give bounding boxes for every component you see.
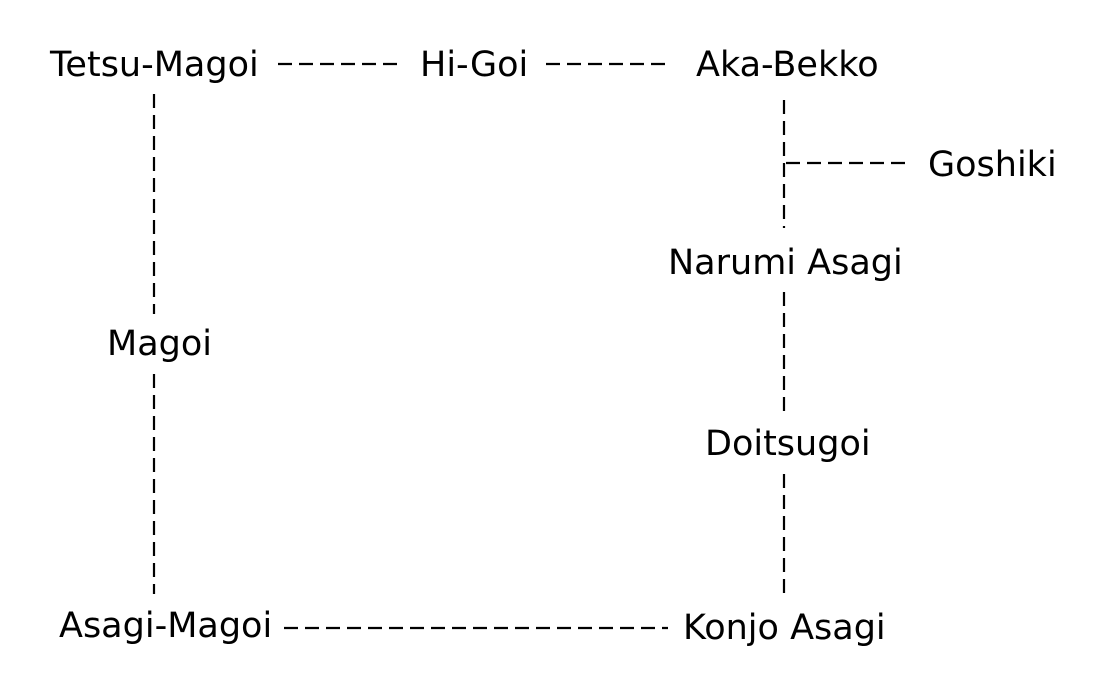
node-aka-bekko: Aka-Bekko xyxy=(696,45,879,85)
node-konjo-asagi: Konjo Asagi xyxy=(683,608,886,648)
node-asagi-magoi: Asagi-Magoi xyxy=(59,606,272,646)
node-magoi: Magoi xyxy=(107,324,212,364)
node-hi-goi: Hi-Goi xyxy=(420,45,528,85)
node-narumi-asagi: Narumi Asagi xyxy=(668,243,903,283)
node-labels: Tetsu-Magoi Hi-Goi Aka-Bekko Goshiki Nar… xyxy=(49,45,1057,648)
node-goshiki: Goshiki xyxy=(928,145,1057,185)
node-tetsu-magoi: Tetsu-Magoi xyxy=(49,45,259,85)
node-doitsugoi: Doitsugoi xyxy=(705,424,871,464)
connectors xyxy=(152,62,912,630)
